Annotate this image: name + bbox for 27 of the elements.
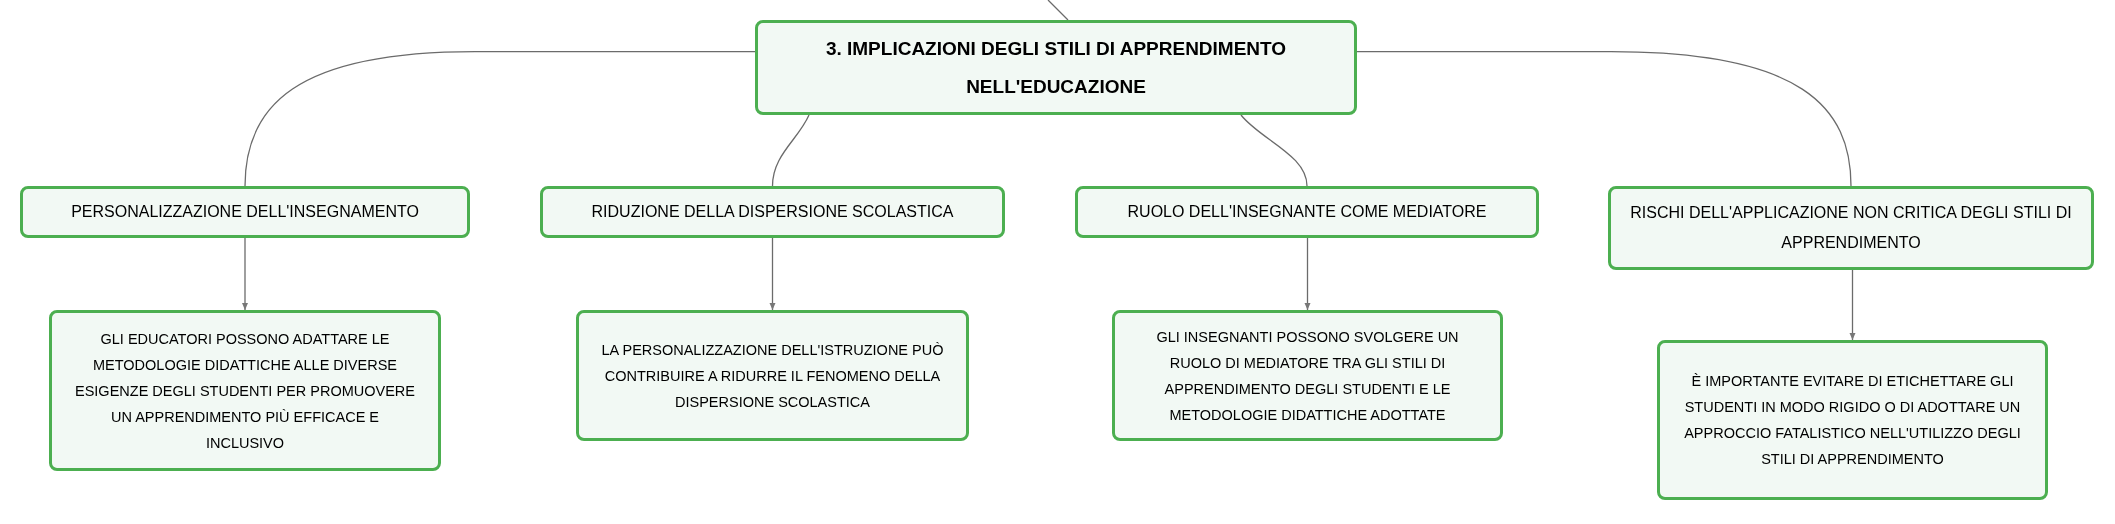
detail-box bbox=[1112, 310, 1503, 441]
root-topic-box bbox=[755, 20, 1357, 115]
topic-box bbox=[20, 186, 470, 238]
connector-line bbox=[769, 237, 776, 311]
connector-line bbox=[1304, 237, 1311, 311]
node-text: RIDUZIONE DELLA DISPERSIONE SCOLASTICA bbox=[591, 202, 954, 222]
node-text: GLI INSEGNANTI POSSONO SVOLGERE UN RUOLO DI MEDIATORE TRA GLI STILI DI APPRENDIMENTO DEGLI STUDENTI E LE METODOLOGIE DIDATTICHE ADOTTATE bbox=[1155, 327, 1460, 425]
connector-line bbox=[771, 114, 810, 187]
detail-box bbox=[49, 310, 441, 471]
node-text: RISCHI DELL'APPLICAZIONE NON CRITICA DEGLI STILI DI APPRENDIMENTO bbox=[1629, 203, 2073, 253]
node-text: È IMPORTANTE EVITARE DI ETICHETTARE GLI STUDENTI IN MODO RIGIDO O DI ADOTTARE UN APPROCCIO FATALISTICO NELL'UTILIZZO DEGLI STILI DI APPRENDIMENTO bbox=[1683, 372, 2022, 469]
topic-box bbox=[1608, 186, 2094, 270]
topic-box bbox=[1075, 186, 1539, 238]
connector-line bbox=[1240, 114, 1308, 187]
node-text: LA PERSONALIZZAZIONE DELL'ISTRUZIONE PUÒ CONTRIBUIRE A RIDURRE IL FENOMENO DELLA DISPERSIONE SCOLASTICA bbox=[600, 340, 945, 412]
connector-line bbox=[1356, 51, 1852, 187]
detail-box bbox=[1657, 340, 2048, 500]
detail-box bbox=[576, 310, 969, 441]
connector-line bbox=[1047, 0, 1069, 21]
node-text: GLI EDUCATORI POSSONO ADATTARE LE METODOLOGIE DIDATTICHE ALLE DIVERSE ESIGENZE DEGLI STUDENTI PER PROMUOVERE UN APPRENDIMENTO PIÙ EFFICACE E INCLUSIVO bbox=[74, 329, 416, 453]
node-text: RUOLO DELL'INSEGNANTE COME MEDIATORE bbox=[1127, 202, 1487, 222]
node-text: PERSONALIZZAZIONE DELL'INSEGNAMENTO bbox=[71, 202, 419, 222]
connector-line bbox=[242, 237, 248, 311]
connector-line bbox=[1849, 269, 1856, 341]
topic-box bbox=[540, 186, 1005, 238]
connector-line bbox=[244, 51, 756, 187]
node-text: 3. IMPLICAZIONI DEGLI STILI DI APPRENDIMENTO NELL'EDUCAZIONE bbox=[824, 36, 1288, 99]
